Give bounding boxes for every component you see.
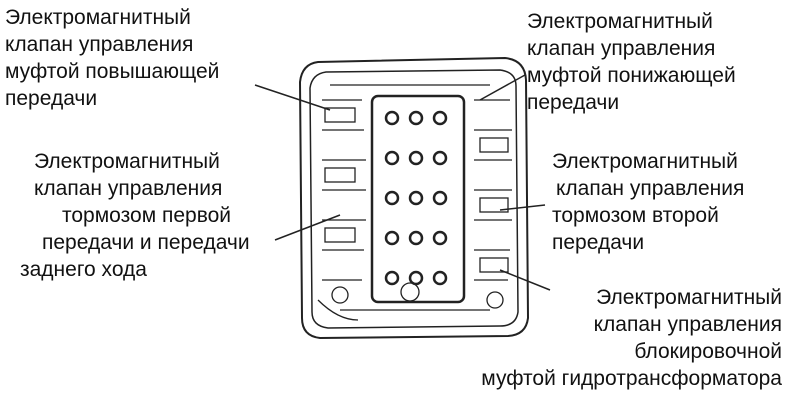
label-line: клапан управления (593, 313, 782, 336)
label-line: заднего хода (20, 258, 147, 281)
label-line: клапан управления (556, 177, 745, 200)
label-line: блокировочной (634, 340, 782, 363)
label-line: передачи и передачи (42, 231, 250, 254)
bolt-hole (384, 230, 400, 246)
label-second-brake-solenoid: Электромагнитный клапан управления тормо… (552, 148, 744, 256)
bolt-hole (432, 150, 448, 166)
label-line: клапан управления (34, 177, 223, 200)
bolt-hole (384, 270, 400, 286)
label-line: муфтой гидротрансформатора (481, 367, 782, 390)
label-line: передачи (552, 231, 645, 254)
bolt-hole (384, 150, 400, 166)
bolt-hole (432, 110, 448, 126)
leader-first-reverse (274, 214, 341, 241)
label-line: тормозом второй (552, 204, 719, 227)
label-downshift-clutch-solenoid: Электромагнитный клапан управления муфто… (527, 8, 736, 116)
label-lockup-clutch-solenoid: Электромагнитный клапан управления блоки… (481, 284, 782, 392)
label-line: тормозом первой (62, 204, 232, 227)
label-line: клапан управления (527, 37, 716, 60)
label-line: Электромагнитный (527, 10, 713, 33)
label-line: передачи (527, 91, 620, 114)
leader-lockup (499, 269, 551, 291)
leader-downshift (479, 74, 526, 101)
bolt-hole (408, 270, 424, 286)
valve-body-inner-outline (309, 69, 519, 329)
leader-second (499, 204, 546, 211)
leader-upshift (254, 84, 331, 111)
label-line: Электромагнитный (34, 150, 220, 173)
label-line: передачи (5, 87, 98, 110)
label-line: Электромагнитный (552, 150, 738, 173)
bolt-hole (432, 230, 448, 246)
label-line: Электромагнитный (5, 6, 191, 29)
valve-body-outline (298, 56, 530, 340)
label-line: муфтой повышающей (5, 60, 220, 83)
bolt-hole (408, 150, 424, 166)
bolt-hole (384, 110, 400, 126)
label-upshift-clutch-solenoid: Электромагнитный клапан управления муфто… (5, 4, 219, 112)
bolt-hole (408, 230, 424, 246)
bolt-hole (408, 190, 424, 206)
leader-lines (254, 74, 551, 291)
label-line: клапан управления (5, 33, 194, 56)
bolt-hole (432, 270, 448, 286)
bolt-hole (408, 110, 424, 126)
bolt-hole (384, 190, 400, 206)
center-plate (370, 94, 466, 304)
label-first-reverse-brake-solenoid: Электромагнитный клапан управления тормо… (20, 148, 250, 283)
label-line: муфтой понижающей (527, 64, 736, 87)
label-line: Электромагнитный (596, 286, 782, 309)
bolt-hole (432, 190, 448, 206)
